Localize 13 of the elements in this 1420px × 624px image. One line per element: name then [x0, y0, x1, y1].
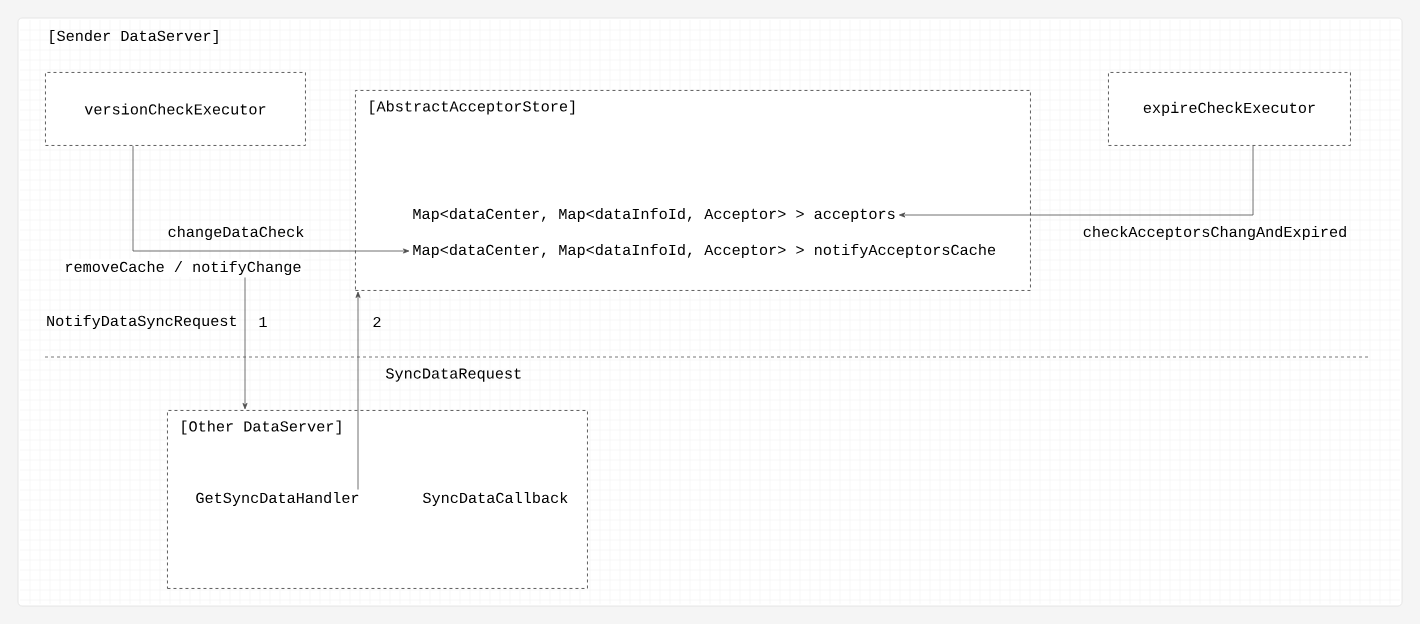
arrow [132, 145, 410, 254]
arrow [242, 277, 248, 410]
edge-label: SyncDataRequest [386, 368, 521, 382]
step-number: 1 [259, 317, 267, 327]
step-number: 2 [373, 316, 381, 328]
arrow [355, 291, 361, 490]
edge-label: changeDataCheck [168, 225, 304, 241]
process-box: expireCheckExecutor [1108, 72, 1351, 146]
edge-label: checkAcceptorsChangAndExpired [1083, 225, 1346, 241]
process-box: versionCheckExecutor [45, 72, 306, 146]
heading: [Sender DataServer] [50, 29, 218, 45]
edge-label: NotifyDataSyncRequest [47, 314, 236, 330]
arrow [899, 145, 1254, 218]
